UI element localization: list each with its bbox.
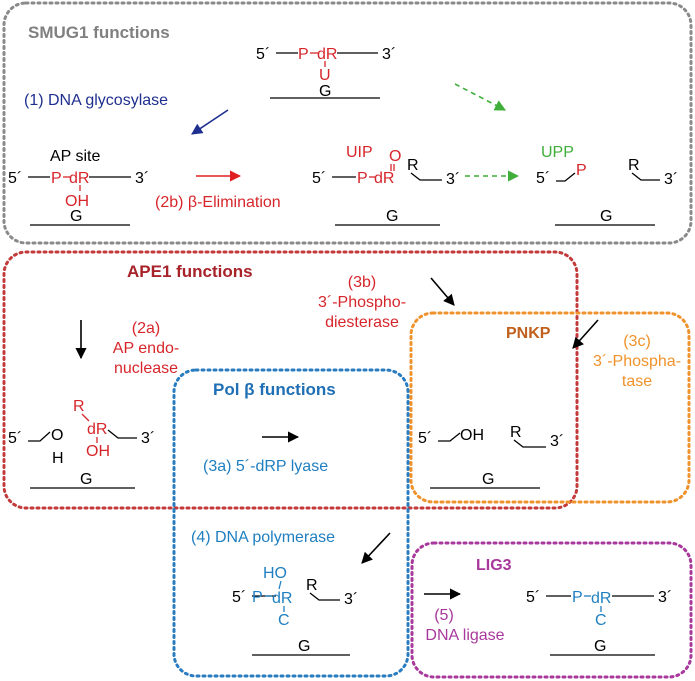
ap-site-structure: AP site 5´ P dR 3´ OH G — [8, 148, 149, 226]
ligated-product-structure: 5´ P dR 3´ C G — [526, 589, 672, 656]
svg-text:dR: dR — [87, 421, 107, 438]
svg-text:O: O — [389, 148, 401, 165]
svg-text:(2a): (2a) — [132, 320, 160, 337]
guanine-label: G — [319, 83, 331, 100]
drp-lyase-label: (3a) 5´-dRP lyase — [203, 458, 328, 475]
ap-endonuclease-label: (2a) AP endo- nuclease — [113, 320, 179, 377]
ape1-product-structure: R dR 3´ OH 5´ O H G — [8, 398, 155, 489]
svg-text:3´-Phospha-: 3´-Phospha- — [593, 353, 681, 370]
svg-text:P: P — [572, 589, 583, 606]
svg-text:3´: 3´ — [446, 171, 460, 188]
polymerase-arrow — [361, 532, 391, 564]
svg-text:dR: dR — [272, 590, 292, 607]
smug1-box — [2, 1, 693, 245]
svg-text:G: G — [386, 208, 398, 225]
svg-text:nuclease: nuclease — [114, 360, 178, 377]
deoxyribose-label: dR — [317, 46, 337, 63]
svg-text:dR: dR — [374, 170, 394, 187]
phosphodiesterase-arrow — [430, 277, 455, 306]
svg-text:AP endo-: AP endo- — [113, 340, 179, 357]
svg-text:DNA ligase: DNA ligase — [425, 627, 504, 644]
uip-structure: UIP O 5´ P dR R 3´ G — [312, 144, 460, 226]
phosphatase-arrow — [572, 319, 599, 349]
phosphatase-label: (3c) 3´-Phospha- tase — [593, 333, 681, 390]
svg-text:G: G — [482, 471, 494, 488]
svg-text:R: R — [73, 398, 85, 415]
svg-text:OH: OH — [86, 443, 110, 460]
svg-text:3´: 3´ — [550, 433, 564, 450]
svg-text:G: G — [298, 638, 310, 655]
svg-text:(3b): (3b) — [348, 274, 376, 291]
svg-text:(5): (5) — [434, 607, 454, 624]
ape1-box — [2, 250, 579, 510]
pnkp-product-structure: 5´ OH R 3´ G — [418, 424, 564, 489]
uracil-label: U — [319, 67, 331, 84]
svg-text:O: O — [51, 427, 63, 444]
lig3-box — [410, 541, 693, 679]
three-prime-label: 3´ — [382, 46, 396, 63]
svg-text:3´: 3´ — [658, 589, 672, 606]
polb-box — [172, 368, 410, 678]
svg-text:G: G — [80, 471, 92, 488]
svg-text:P: P — [51, 170, 62, 187]
svg-text:3´: 3´ — [135, 170, 149, 187]
svg-text:OH: OH — [460, 427, 484, 444]
ape1-title: APE1 functions — [127, 262, 253, 281]
svg-text:tase: tase — [622, 373, 652, 390]
svg-text:R: R — [306, 577, 318, 594]
svg-text:HO: HO — [263, 565, 287, 582]
svg-text:5´: 5´ — [536, 170, 550, 187]
polymerase-label: (4) DNA polymerase — [191, 529, 335, 546]
svg-text:5´: 5´ — [312, 170, 326, 187]
beta-elimination-label: (2b) β-Elimination — [155, 194, 281, 211]
svg-text:P: P — [357, 170, 368, 187]
svg-text:5´: 5´ — [232, 589, 246, 606]
svg-text:5´: 5´ — [8, 170, 22, 187]
phosphodiesterase-label: (3b) 3´-Phospho- diesterase — [318, 274, 406, 331]
svg-text:dR: dR — [69, 170, 89, 187]
five-prime-label: 5´ — [256, 46, 270, 63]
pnkp-box — [409, 311, 691, 504]
svg-text:G: G — [70, 208, 82, 225]
lig3-title: LIG3 — [476, 557, 512, 574]
upp-label: UPP — [541, 144, 574, 161]
hydroxyl-label: OH — [65, 193, 89, 210]
svg-text:H: H — [52, 450, 64, 467]
svg-text:5´: 5´ — [526, 589, 540, 606]
uracil-dna-structure: 5´ P dR 3´ U G — [256, 46, 396, 100]
svg-text:(3c): (3c) — [623, 333, 651, 350]
svg-text:3´-Phospho-: 3´-Phospho- — [318, 294, 406, 311]
svg-text:dR: dR — [591, 590, 611, 607]
ligase-label: (5) DNA ligase — [425, 607, 504, 644]
svg-text:G: G — [594, 638, 606, 655]
svg-text:R: R — [628, 157, 640, 174]
svg-text:3´: 3´ — [664, 171, 678, 188]
polb-title: Pol β functions — [213, 380, 336, 399]
svg-text:G: G — [600, 208, 612, 225]
pnkp-title: PNKP — [506, 325, 551, 342]
svg-text:5´: 5´ — [8, 430, 22, 447]
svg-text:C: C — [595, 612, 607, 629]
ap-site-label: AP site — [50, 148, 101, 165]
upp-structure: UPP 5´ P R 3´ G — [536, 144, 678, 226]
svg-text:R: R — [407, 157, 419, 174]
svg-text:3´: 3´ — [344, 591, 358, 608]
glycosylase-label: (1) DNA glycosylase — [24, 92, 168, 109]
glycosylase-arrow — [191, 109, 229, 135]
green-dashed-arrow-top — [454, 83, 506, 111]
phosphate-label: P — [298, 46, 309, 63]
svg-text:C: C — [278, 612, 290, 629]
polb-product-structure: HO 5´ P dR R 3´ C G — [232, 565, 358, 656]
svg-text:diesterase: diesterase — [325, 314, 399, 331]
svg-text:P: P — [252, 589, 263, 606]
svg-text:P: P — [576, 162, 587, 179]
svg-text:R: R — [510, 424, 522, 441]
svg-text:3´: 3´ — [141, 430, 155, 447]
svg-text:5´: 5´ — [418, 430, 432, 447]
uip-label: UIP — [346, 144, 373, 161]
smug1-title: SMUG1 functions — [28, 23, 170, 42]
